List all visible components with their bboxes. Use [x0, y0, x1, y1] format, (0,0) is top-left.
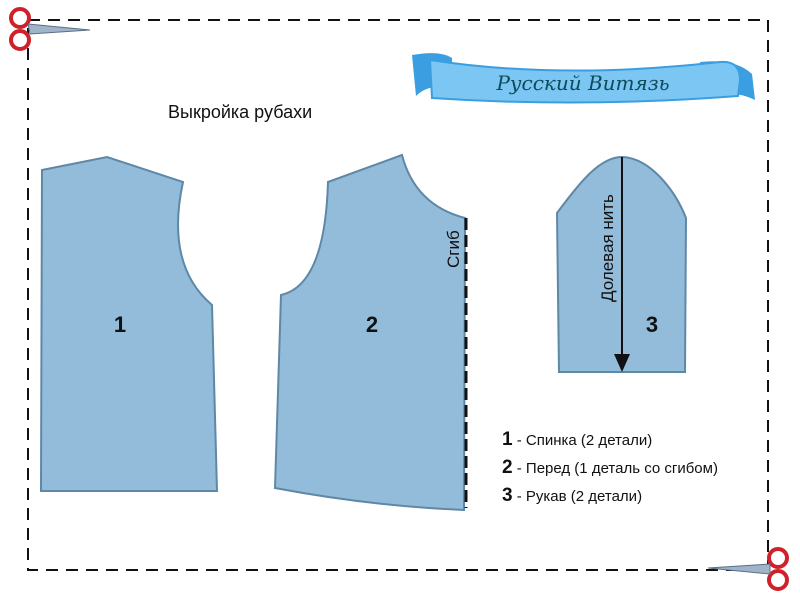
piece-number-1: 1	[114, 312, 126, 337]
banner-ribbon: Русский Витязь	[412, 53, 755, 104]
pattern-title: Выкройка рубахи	[168, 102, 313, 122]
fold-label: Сгиб	[444, 230, 463, 268]
piece-number-2: 2	[366, 312, 378, 337]
back-piece	[39, 155, 219, 492]
banner-text: Русский Витязь	[495, 71, 669, 95]
grain-label: Долевая нить	[598, 194, 617, 302]
legend-number: 3	[502, 485, 513, 506]
legend-number: 2	[502, 457, 513, 478]
legend-text: - Рукав (2 детали)	[516, 488, 643, 505]
scissors-icon	[707, 547, 789, 591]
legend-item: 3 - Рукав (2 детали)	[502, 482, 718, 510]
legend-item: 1 - Спинка (2 детали)	[502, 426, 718, 454]
scissors-icon	[9, 7, 91, 51]
legend-text: - Перед (1 деталь со сгибом)	[516, 460, 718, 477]
piece-number-3: 3	[646, 312, 658, 337]
arrow-down-icon	[614, 354, 630, 372]
front-piece	[273, 153, 467, 512]
legend-number: 1	[502, 429, 513, 450]
legend-text: - Спинка (2 детали)	[516, 432, 653, 449]
legend-item: 2 - Перед (1 деталь со сгибом)	[502, 454, 718, 482]
legend: 1 - Спинка (2 детали) 2 - Перед (1 детал…	[502, 426, 718, 510]
cut-border	[27, 19, 769, 571]
